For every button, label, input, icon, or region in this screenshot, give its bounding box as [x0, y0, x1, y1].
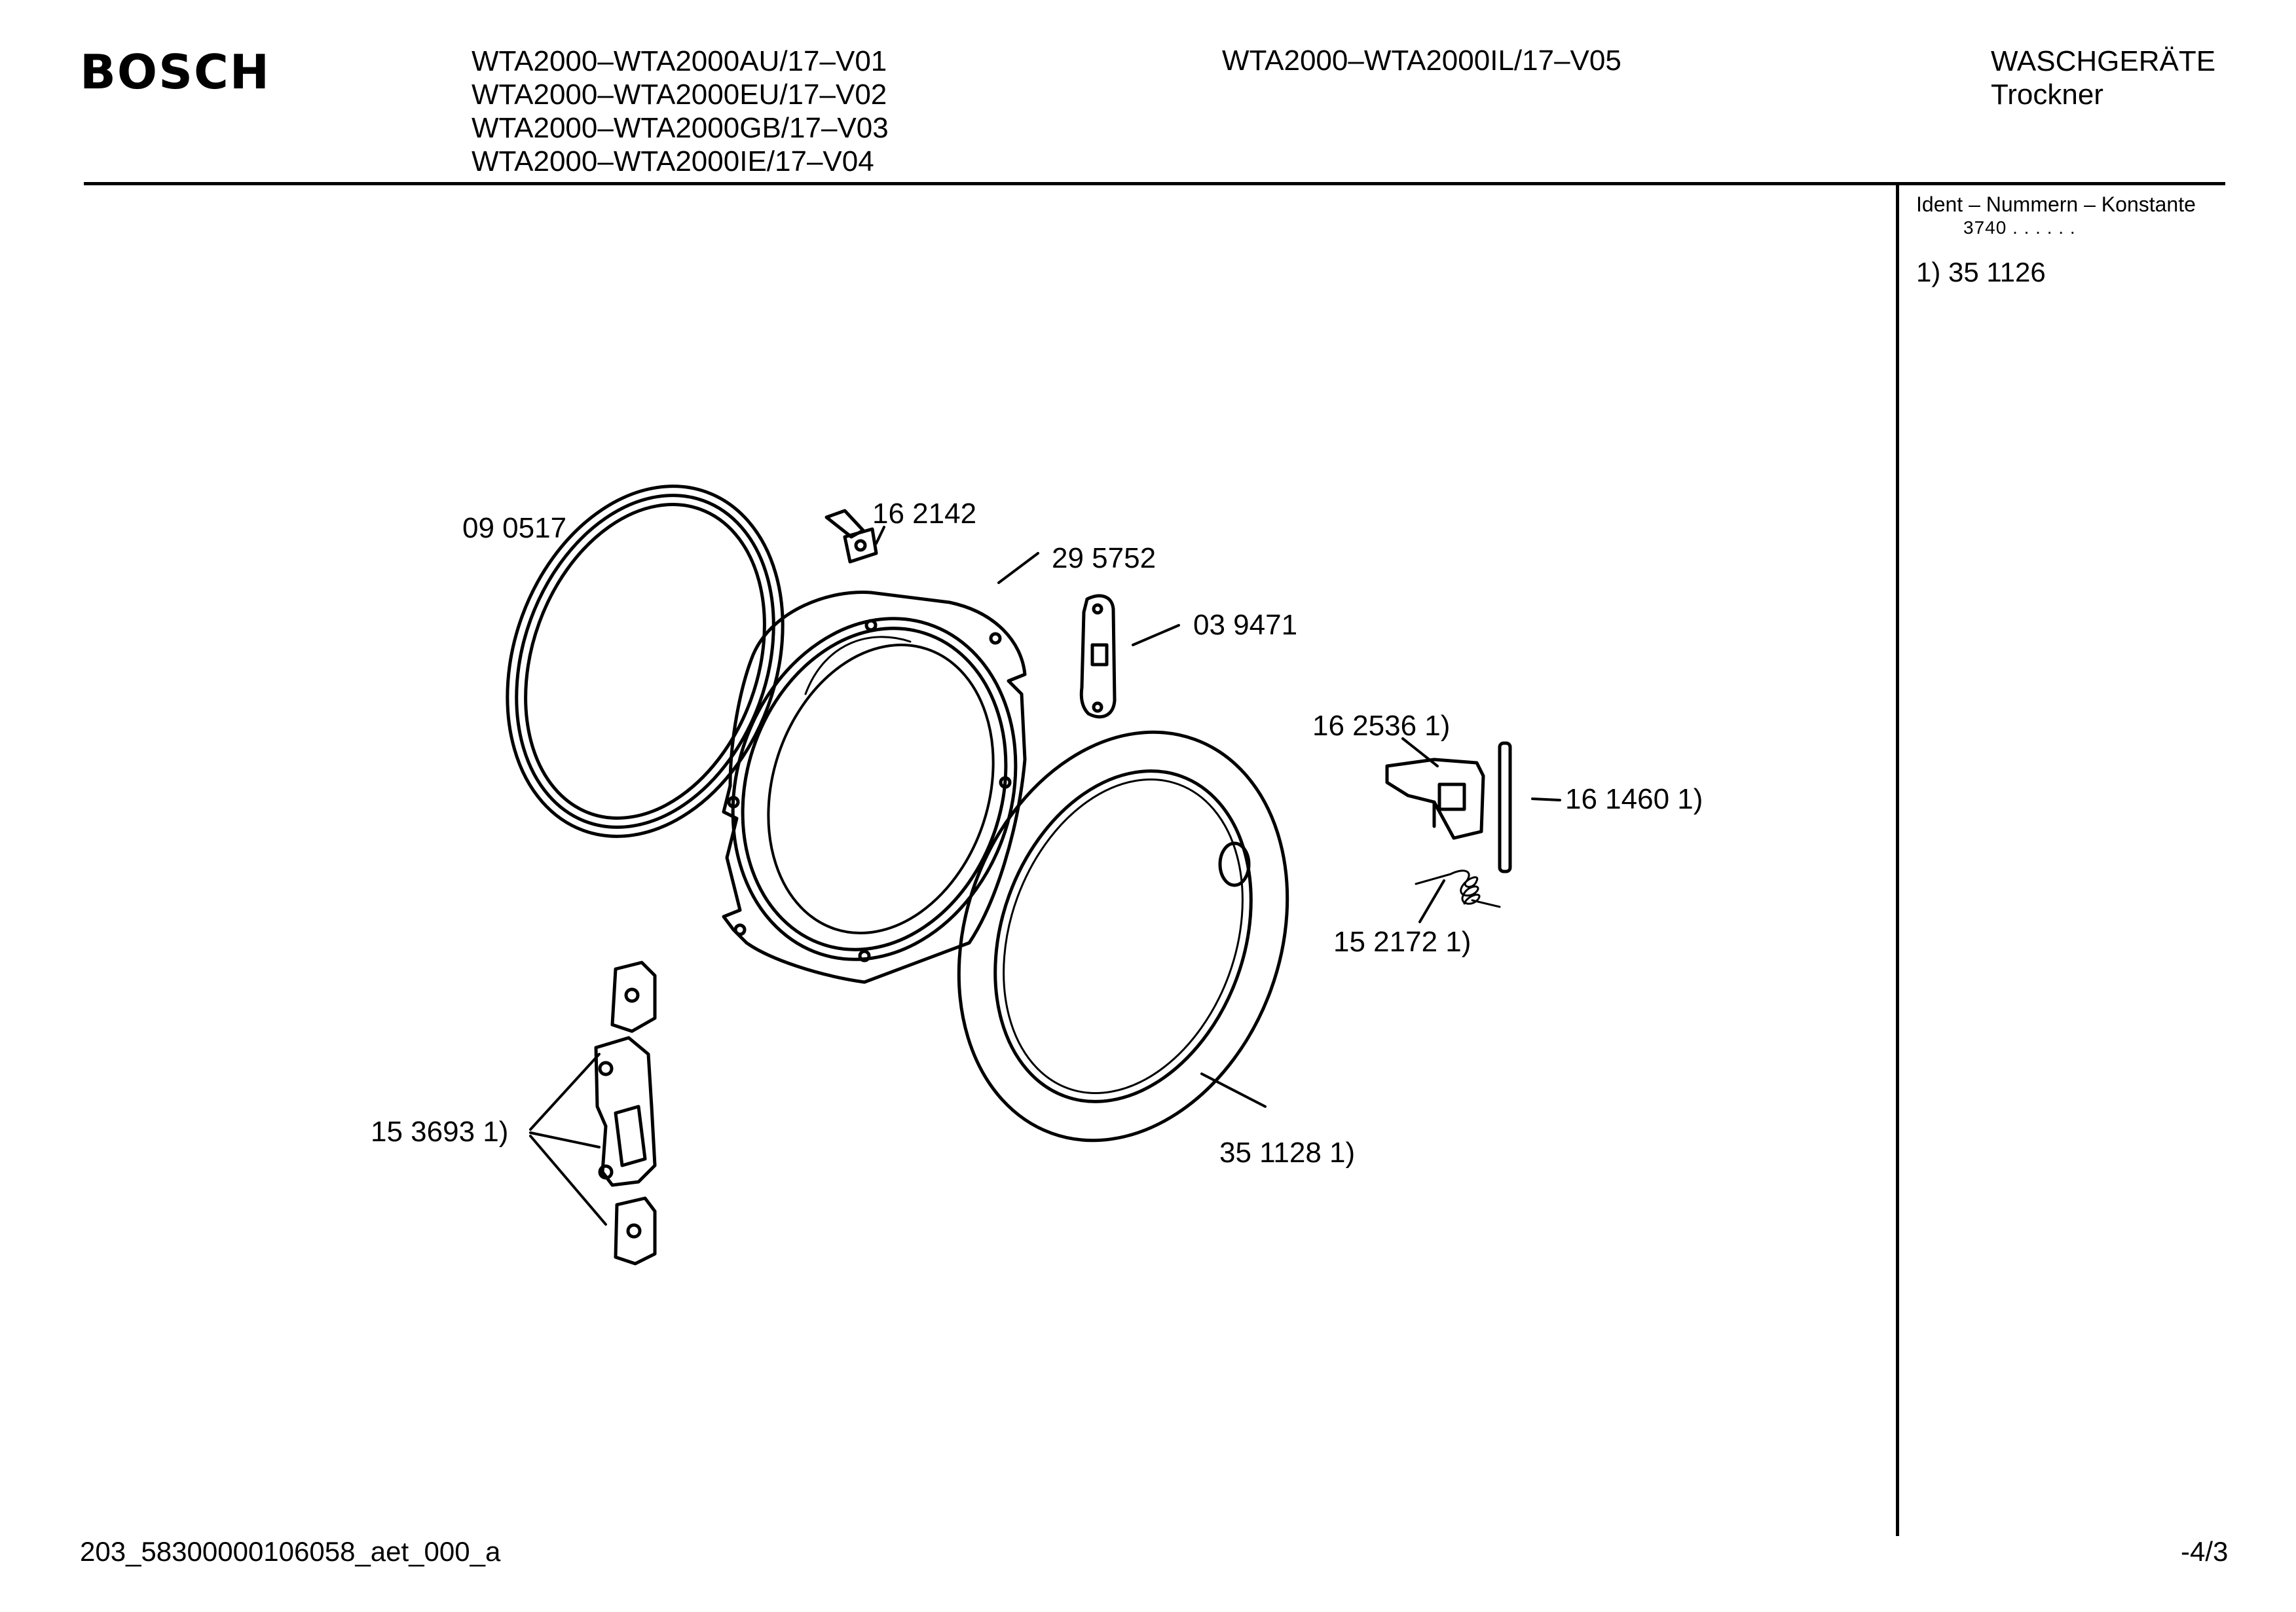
lock-plate [1079, 594, 1117, 719]
brand-logo: BOSCH [80, 45, 271, 100]
part-label: 16 2142 [872, 498, 977, 530]
ident-constant: 3740 . . . . . . [1963, 217, 2076, 238]
hinge-clip [824, 509, 878, 564]
outer-door-ring [957, 730, 1289, 1143]
hinge-pin [1498, 741, 1512, 873]
model-line: WTA2000–WTA2000IE/17–V04 [472, 145, 874, 177]
part-label: 35 1128 1) [1219, 1137, 1356, 1169]
hinge-assembly [594, 961, 657, 1266]
part-label: 15 3693 1) [371, 1116, 509, 1148]
model-line: WTA2000–WTA2000EU/17–V02 [472, 79, 887, 111]
side-panel-divider [1896, 185, 1899, 1536]
part-label: 15 2172 1) [1333, 926, 1472, 958]
model-line: WTA2000–WTA2000AU/17–V01 [472, 45, 887, 77]
model-line-right: WTA2000–WTA2000IL/17–V05 [1222, 45, 1621, 77]
category: WASCHGERÄTE [1991, 45, 2216, 77]
ident-title: Ident – Nummern – Konstante [1916, 192, 2196, 216]
inner-door-frame [722, 590, 1027, 984]
header-divider [84, 182, 2225, 185]
part-label: 03 9471 [1193, 609, 1298, 641]
part-label: 29 5752 [1052, 542, 1157, 574]
part-label: 09 0517 [462, 512, 567, 544]
document-id: 203_58300000106058_aet_000_a [80, 1536, 501, 1567]
category-block: WASCHGERÄTE Trockner [1991, 45, 2215, 111]
part-label: 16 1460 1) [1565, 783, 1703, 815]
model-line: WTA2000–WTA2000GB/17–V03 [472, 112, 889, 144]
ident-note: 1) 35 1126 [1916, 257, 2046, 287]
leader-lines [529, 526, 1561, 1226]
spring [1415, 870, 1501, 908]
model-list: WTA2000–WTA2000AU/17–V01 WTA2000–WTA2000… [472, 45, 889, 178]
page-number: -4/3 [2181, 1536, 2229, 1567]
door-catch [1385, 758, 1485, 840]
subcategory: Trockner [1991, 79, 2103, 111]
door-seal-ring [506, 485, 785, 838]
part-label: 16 2536 1) [1312, 710, 1451, 742]
